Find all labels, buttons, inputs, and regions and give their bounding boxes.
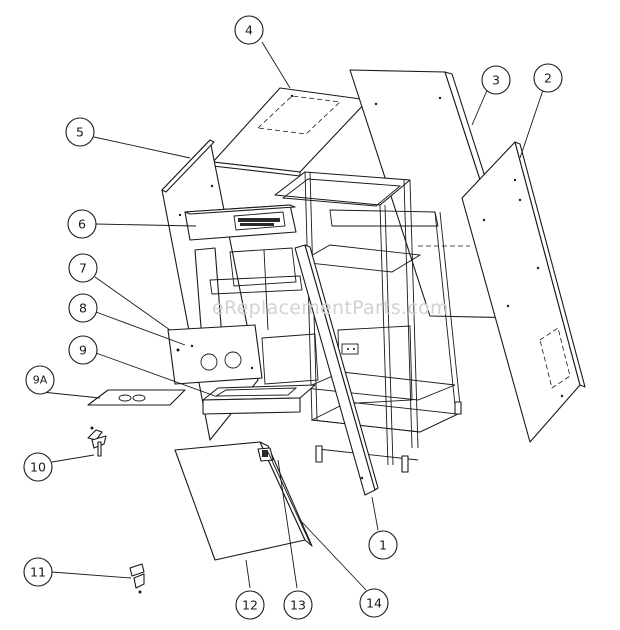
callout-6: 6 [67, 209, 97, 239]
callout-label: 8 [79, 301, 87, 316]
callout-label: 2 [544, 71, 552, 86]
part-top-panel [212, 87, 376, 177]
callout-label: 10 [30, 460, 46, 475]
callout-label: 9 [79, 343, 87, 358]
part-door [174, 441, 313, 561]
part-cabinet-frame [274, 171, 470, 473]
part-door-seal [267, 451, 311, 544]
callout-label: 1 [379, 538, 387, 553]
callout-11: 11 [23, 557, 53, 587]
callout-label: 9A [33, 374, 48, 387]
callout-5: 5 [65, 117, 95, 147]
callout-13: 13 [283, 590, 313, 620]
part-inner-divider [194, 247, 303, 341]
callout-label: 7 [79, 261, 87, 276]
callout-label: 3 [492, 73, 500, 88]
part-front-upright-panel [294, 244, 379, 496]
callout-7: 7 [68, 253, 98, 283]
part-hinge [257, 447, 274, 462]
callout-14: 14 [359, 588, 389, 618]
part-latch-catch [129, 563, 145, 594]
callout-label: 12 [242, 598, 258, 613]
callout-2: 2 [533, 63, 563, 93]
part-tray-frame [202, 384, 316, 415]
callout-9a: 9A [25, 365, 55, 395]
callout-label: 14 [366, 596, 382, 611]
callout-10: 10 [23, 452, 53, 482]
callout-1: 1 [368, 530, 398, 560]
callout-12: 12 [235, 590, 265, 620]
callout-9: 9 [68, 335, 98, 365]
part-control-bezel [184, 204, 297, 241]
callout-label: 4 [245, 23, 253, 38]
callout-4: 4 [234, 15, 264, 45]
callout-label: 5 [76, 125, 84, 140]
callout-3: 3 [481, 65, 511, 95]
part-bracket [261, 333, 319, 385]
part-latch [87, 426, 107, 457]
watermark-text: eReplacementParts.com [212, 297, 449, 319]
callout-label: 6 [78, 217, 86, 232]
callout-label: 13 [290, 598, 306, 613]
callout-8: 8 [68, 293, 98, 323]
part-cover-plate [87, 389, 186, 406]
part-right-side-panel [461, 141, 586, 443]
callout-label: 11 [30, 565, 46, 580]
part-mounting-plate [167, 324, 263, 385]
leader-lines [41, 41, 544, 591]
